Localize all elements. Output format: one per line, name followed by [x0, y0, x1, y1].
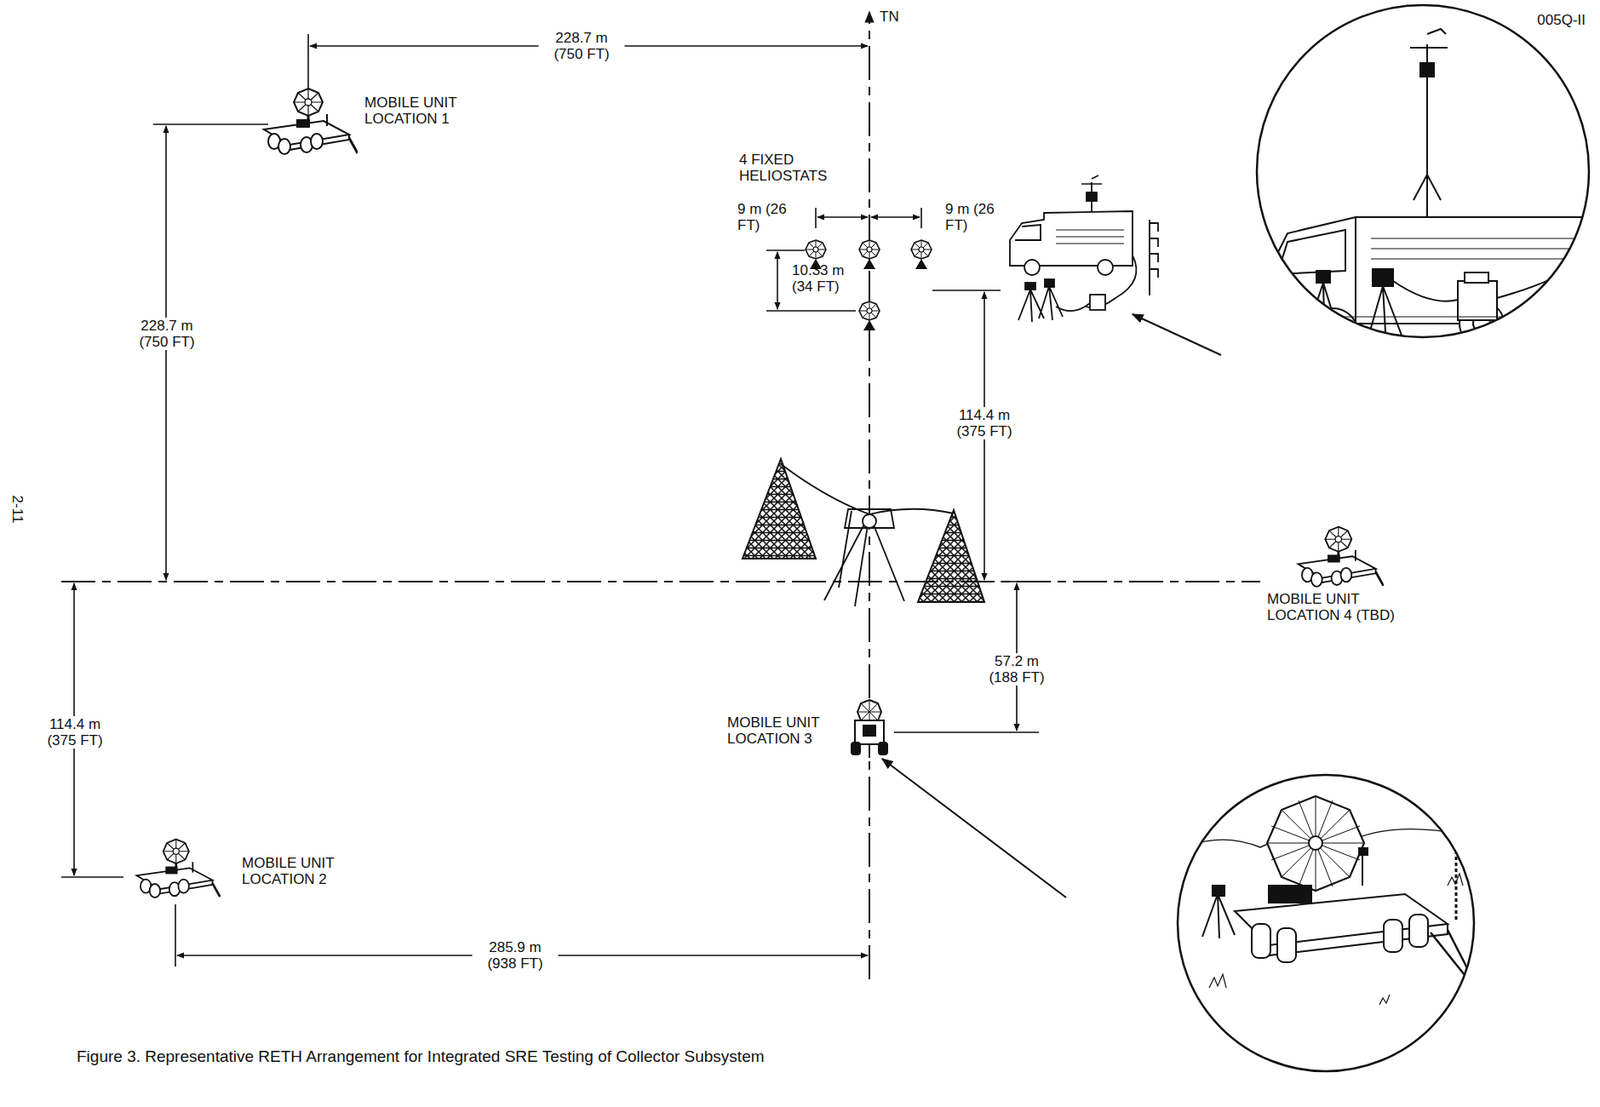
- figure-caption: Figure 3. Representative RETH Arrangemen…: [76, 1047, 765, 1067]
- dimension-label: 228.7 m (750 FT): [124, 317, 211, 350]
- mobile-unit-1: [263, 88, 358, 155]
- instrumentation-van: [1009, 175, 1159, 322]
- dimension-label: 285.9 m (938 FT): [472, 939, 559, 972]
- drawing-number: 005Q-II: [1536, 11, 1586, 29]
- dimension-label: 228.7 m (750 FT): [539, 29, 626, 63]
- page-number: 2-11: [9, 495, 26, 524]
- dimension-label: 9 m (26 FT): [737, 200, 799, 234]
- north-label: TN: [879, 8, 900, 25]
- mobile-unit-4: [1297, 527, 1383, 587]
- location-label: MOBILE UNIT LOCATION 2: [241, 854, 362, 888]
- mobile-unit-3: [851, 699, 888, 758]
- location-label: MOBILE UNIT LOCATION 1: [364, 94, 484, 127]
- dimension-lines: [61, 34, 1039, 967]
- van-detail-view: [1268, 28, 1600, 360]
- leader-line: [882, 758, 1067, 898]
- detail-circle: [1177, 774, 1474, 1072]
- mobile-unit-2: [137, 839, 221, 898]
- dimension-label: 114.4 m (375 FT): [941, 407, 1028, 440]
- dimension-label: 9 m (26 FT): [945, 200, 1007, 234]
- group-label: 4 FIXED HELIOSTATS: [739, 151, 855, 184]
- true-north-axis: [868, 11, 871, 980]
- location-label: MOBILE UNIT LOCATION 3: [727, 714, 847, 747]
- receiver-towers: [742, 458, 985, 607]
- detail-circle: [1256, 5, 1589, 338]
- leader-line: [1132, 314, 1222, 356]
- dimension-label: 10.33 m (34 FT): [791, 262, 861, 295]
- east-west-axis: [61, 580, 1261, 583]
- dimension-label: 114.4 m (375 FT): [32, 716, 119, 749]
- trailer-detail-view: [1175, 796, 1482, 1005]
- location-label: MOBILE UNIT LOCATION 4 (TBD): [1267, 590, 1425, 624]
- dimension-label: 57.2 m (188 FT): [980, 653, 1054, 686]
